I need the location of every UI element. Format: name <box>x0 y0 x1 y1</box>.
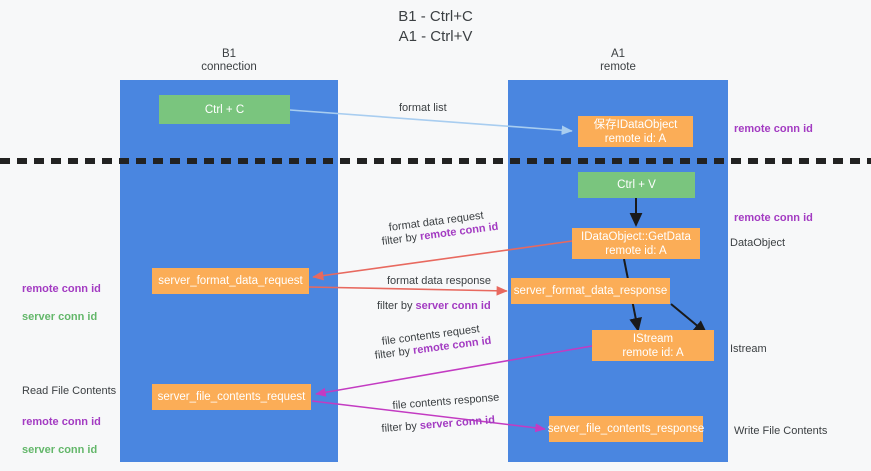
label-istream: Istream <box>730 343 767 355</box>
column-header-a1: A1 remote <box>600 48 636 73</box>
node-ctrl-v[interactable]: Ctrl + V <box>578 172 695 198</box>
edge-label-format-list: format list <box>399 102 447 114</box>
edge-label-format-data-response: format data response <box>387 275 491 287</box>
filter-by-text: filter by <box>374 344 414 362</box>
label-left-server-conn-id-2: server conn id <box>22 444 98 456</box>
label-dataobject: DataObject <box>730 237 786 249</box>
node-server-file-contents-request[interactable]: server_file_contents_request <box>152 384 311 410</box>
label-read-file-contents: Read File Contents <box>22 385 117 397</box>
label-remote-conn-id-top: remote conn id <box>734 123 813 135</box>
filter-by-text: filter by <box>377 300 416 312</box>
page-title: B1 - Ctrl+C A1 - Ctrl+V <box>398 8 473 45</box>
node-istream[interactable]: IStream remote id: A <box>592 330 714 361</box>
label-left-remote-conn-id-2: remote conn id <box>22 416 101 428</box>
edge-label-file-contents-response: file contents response <box>392 391 500 412</box>
server-conn-id-text: server conn id <box>419 414 496 432</box>
node-save-idataobject[interactable]: 保存IDataObject remote id: A <box>578 116 693 147</box>
label-left-conn-ids: remote conn id server conn id <box>22 268 101 338</box>
node-server-file-contents-response[interactable]: server_file_contents_response <box>548 416 704 442</box>
edge-label-filter-by-server-conn-id-2: filter by server conn id <box>381 413 495 436</box>
label-write-file-contents: Write File Contents <box>734 425 828 437</box>
filter-by-text: filter by <box>381 419 421 435</box>
label-left-conn-ids-2: remote conn id server conn id <box>22 401 101 471</box>
phase-divider-dashed-line <box>0 158 871 164</box>
column-header-b1: B1 connection <box>201 48 257 73</box>
label-remote-conn-id-middle: remote conn id <box>734 212 813 224</box>
node-server-format-data-request[interactable]: server_format_data_request <box>152 268 309 294</box>
node-idataobject-getdata[interactable]: IDataObject::GetData remote id: A <box>572 228 700 259</box>
node-server-format-data-response[interactable]: server_format_data_response <box>511 278 670 304</box>
server-conn-id-text: server conn id <box>415 300 491 312</box>
edge-label-filter-by-server-conn-id-1: filter by server conn id <box>377 299 491 313</box>
filter-by-text: filter by <box>381 230 421 248</box>
node-ctrl-c[interactable]: Ctrl + C <box>159 95 290 124</box>
label-left-server-conn-id: server conn id <box>22 311 98 323</box>
label-left-remote-conn-id: remote conn id <box>22 283 101 295</box>
